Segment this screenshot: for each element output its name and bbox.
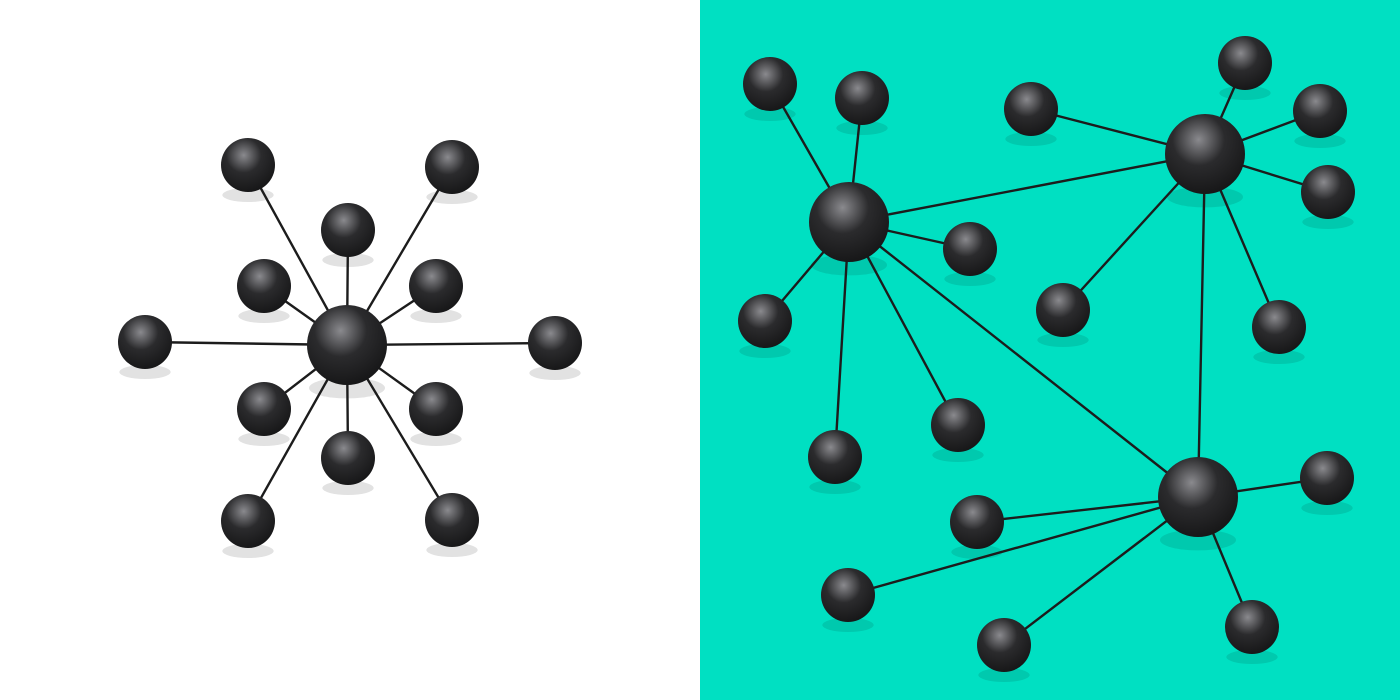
node-shadow — [410, 431, 462, 447]
leaf-node — [821, 568, 875, 622]
centralized-network-panel — [118, 138, 582, 559]
node-shadow — [238, 308, 290, 324]
leaf-node — [808, 430, 862, 484]
connection-line — [1002, 495, 1200, 647]
leaf-node — [1036, 283, 1090, 337]
hub-node — [1165, 114, 1245, 194]
leaf-node — [425, 140, 479, 194]
node-shadow — [836, 120, 888, 136]
leaf-node — [321, 431, 375, 485]
connection-line — [846, 495, 1200, 597]
node-shadow — [744, 106, 796, 122]
leaf-node — [743, 57, 797, 111]
node-shadow — [222, 543, 274, 559]
node-shadow — [426, 542, 478, 558]
node-shadow — [529, 365, 581, 381]
node-shadow — [1005, 131, 1057, 147]
leaf-node — [1293, 84, 1347, 138]
leaf-node — [1301, 165, 1355, 219]
node-shadow — [1226, 649, 1278, 665]
connection-line — [847, 152, 1207, 224]
node-shadow — [410, 308, 462, 324]
node-shadow — [119, 364, 171, 380]
leaf-node — [931, 398, 985, 452]
node-shadow — [1037, 332, 1089, 348]
node-shadow — [809, 479, 861, 495]
decentralized-network-panel — [700, 0, 1400, 700]
leaf-node — [835, 71, 889, 125]
leaf-node — [1225, 600, 1279, 654]
leaf-node — [1252, 300, 1306, 354]
leaf-node — [950, 495, 1004, 549]
node-shadow — [426, 189, 478, 205]
decentralized-network-diagram — [700, 0, 1400, 700]
connection-line — [847, 220, 1200, 499]
hub-node — [1158, 457, 1238, 537]
node-shadow — [1294, 133, 1346, 149]
hub-node — [809, 182, 889, 262]
node-shadow — [222, 187, 274, 203]
leaf-node — [528, 316, 582, 370]
node-shadow — [739, 343, 791, 359]
node-shadow — [932, 447, 984, 463]
leaf-node — [409, 259, 463, 313]
node-shadow — [822, 617, 874, 633]
node-shadow — [1253, 349, 1305, 365]
leaf-node — [237, 259, 291, 313]
node-shadows — [119, 187, 581, 559]
leaf-node — [1004, 82, 1058, 136]
leaf-node — [321, 203, 375, 257]
node-shadow — [944, 271, 996, 287]
node-shadow — [238, 431, 290, 447]
nodes — [738, 36, 1355, 672]
leaf-node — [738, 294, 792, 348]
nodes — [118, 138, 582, 548]
leaf-node — [221, 494, 275, 548]
leaf-node — [237, 382, 291, 436]
leaf-node — [425, 493, 479, 547]
leaf-node — [943, 222, 997, 276]
leaf-node — [409, 382, 463, 436]
leaf-node — [1300, 451, 1354, 505]
node-shadows — [739, 85, 1354, 683]
node-shadow — [978, 667, 1030, 683]
node-shadow — [1301, 500, 1353, 516]
connection-line — [1196, 152, 1207, 499]
centralized-network-diagram — [118, 138, 582, 559]
leaf-node — [1218, 36, 1272, 90]
leaf-node — [221, 138, 275, 192]
hub-node — [307, 305, 387, 385]
leaf-node — [118, 315, 172, 369]
leaf-node — [977, 618, 1031, 672]
node-shadow — [1302, 214, 1354, 230]
node-shadow — [322, 480, 374, 496]
